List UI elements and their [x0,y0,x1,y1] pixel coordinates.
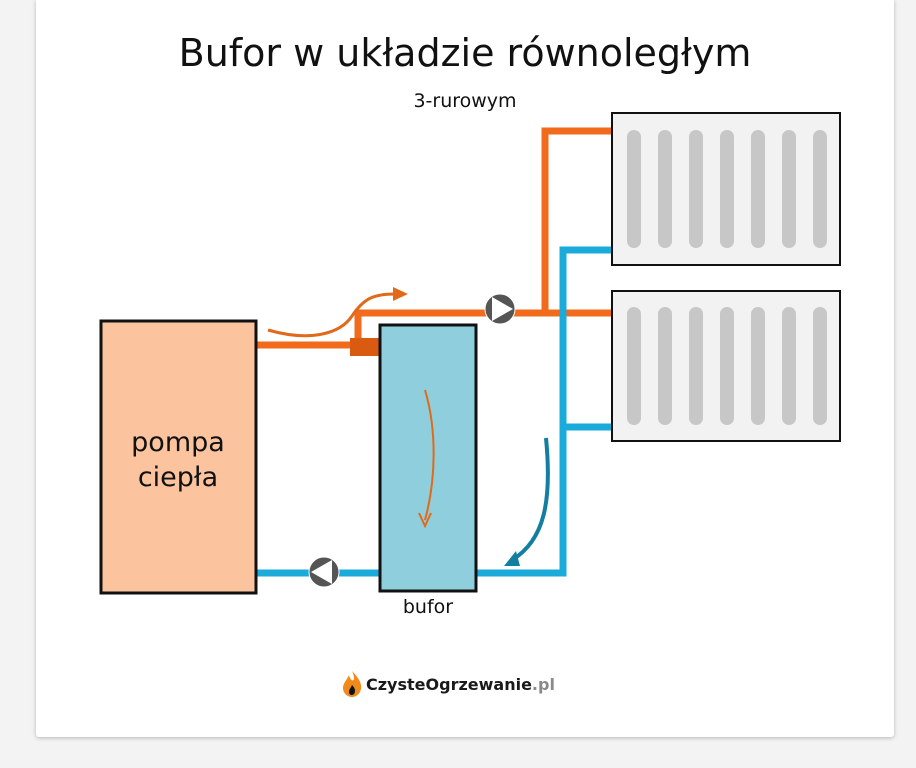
radiator-fins [627,130,827,248]
buffer-tank [378,323,478,593]
heat-pump-label-line2: ciepła [138,462,218,493]
brand-name: CzysteOgrzewanie.pl [366,675,555,694]
diagram-subtitle: 3-rurowym [413,90,516,112]
pump-icon [484,293,516,325]
hot-pipe-connector [350,338,382,356]
cold-flow-arrow [504,437,550,566]
flame-icon [343,671,362,697]
heat-pump [99,319,258,595]
pump-icon [308,556,340,588]
radiator-top [611,112,841,266]
radiator-bottom [611,290,841,442]
hot-flow-arrow [267,287,408,338]
cold-pipe-buffer-return [476,246,612,577]
radiator-fins [627,307,827,425]
hot-pipe-top-radiator [541,127,612,313]
buffer-flow-arrow [418,389,435,529]
hot-pipes [256,127,612,349]
heat-pump-label-line1: pompa [131,427,225,458]
hot-pipe-riser [354,309,612,346]
brand-logo: CzysteOgrzewanie.pl [343,671,555,697]
diagram-title: Bufor w układzie równoległym [179,31,752,75]
buffer-label: bufor [403,596,453,618]
